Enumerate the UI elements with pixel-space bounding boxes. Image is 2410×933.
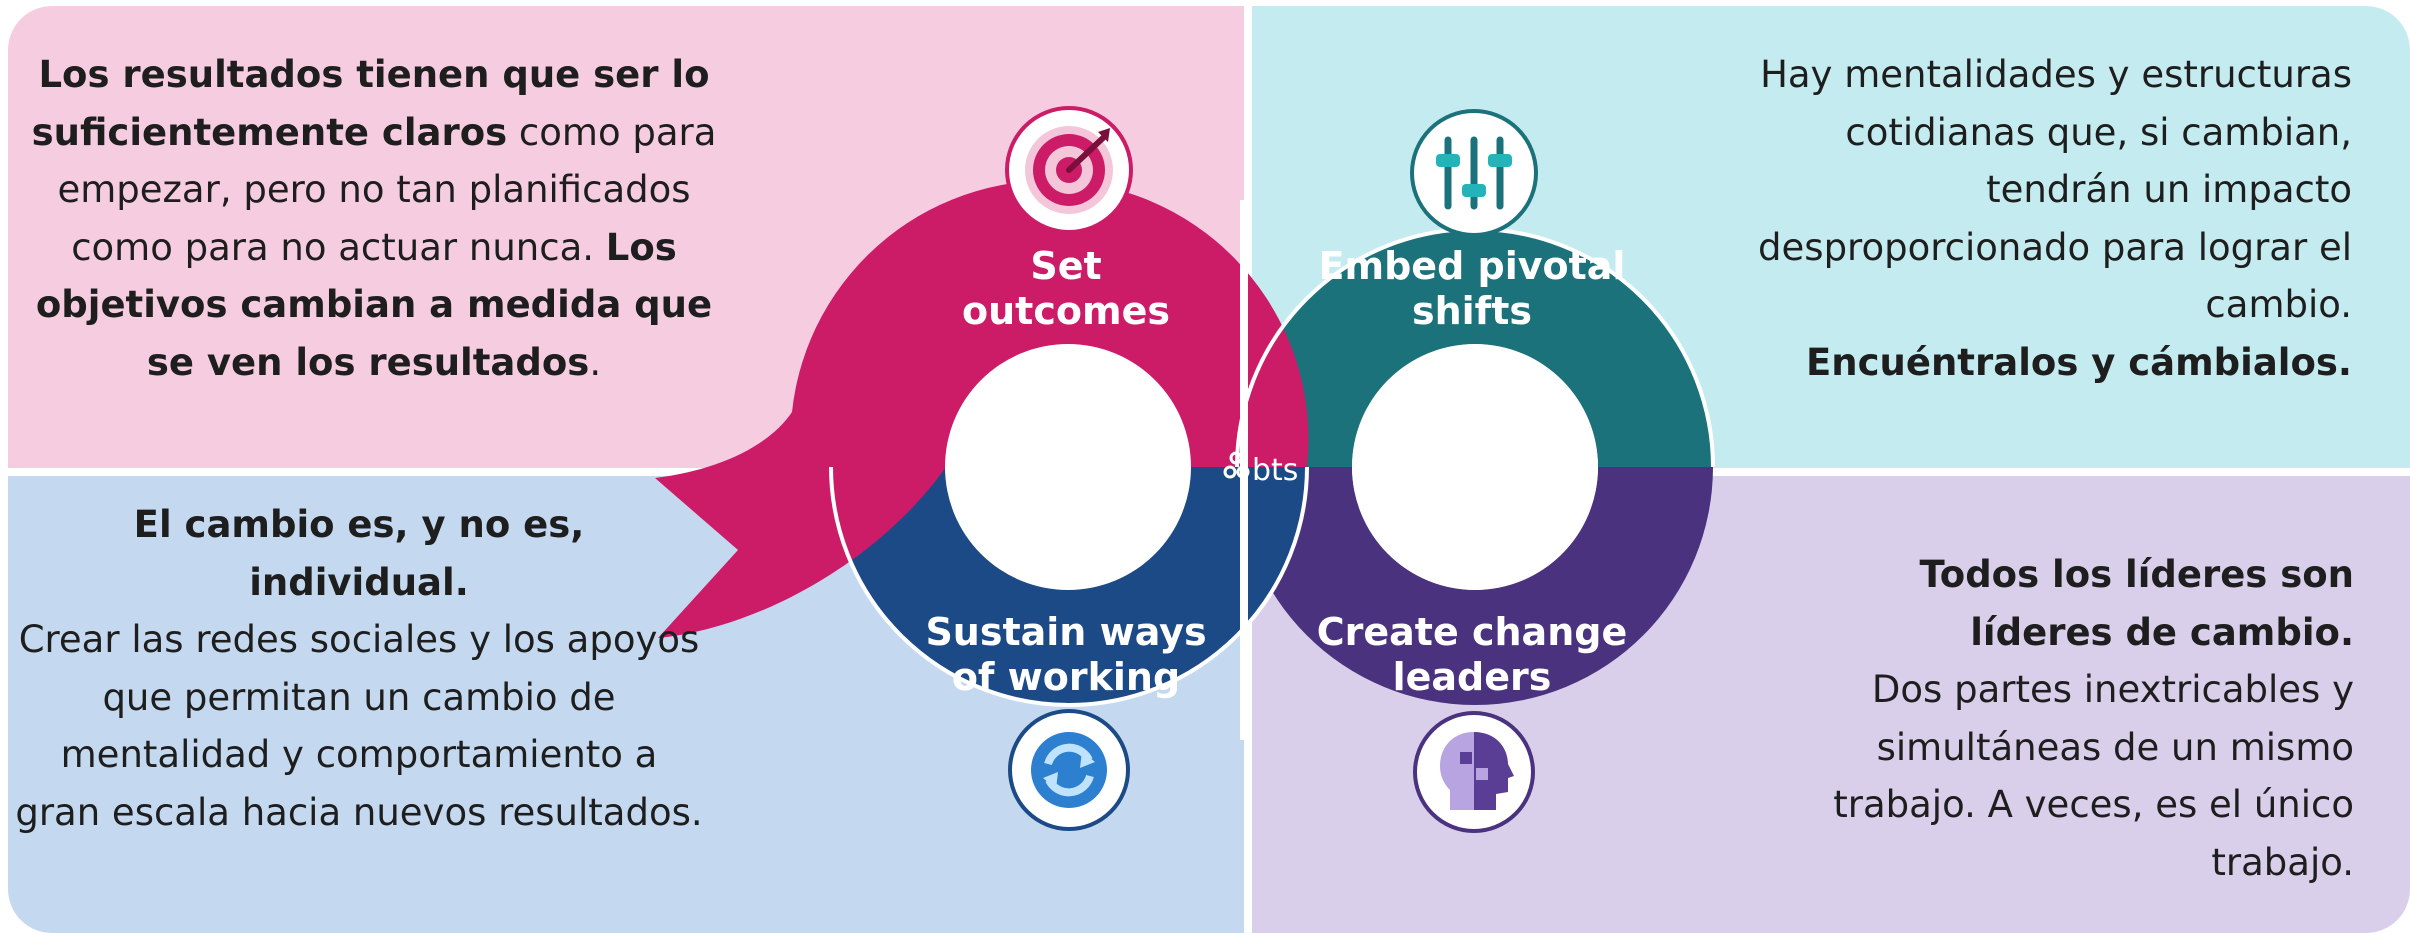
svg-text:bts: bts [1252, 453, 1298, 488]
text-top-left-normal-2: . [589, 340, 602, 384]
text-bottom-right: Todos los líderes son líderes de cambio.… [1780, 546, 2354, 891]
cycle-arrows-icon [1008, 709, 1130, 831]
text-bottom-left-bold: El cambio es, y no es, individual. [133, 503, 585, 604]
sliders-icon [1410, 109, 1538, 237]
segment-embed-pivotal-shifts[interactable] [1237, 229, 1713, 467]
left-ring-hole [945, 344, 1191, 590]
right-ring-hole [1352, 344, 1598, 590]
text-bottom-left-normal: Crear las redes sociales y los apoyos qu… [15, 618, 703, 834]
label-change-leaders-1: Create change [1317, 610, 1627, 654]
label-sustain-ways-2: of working [952, 655, 1180, 699]
segment-create-change-leaders[interactable] [1237, 467, 1713, 705]
text-bottom-right-bold: Todos los líderes son líderes de cambio. [1919, 553, 2354, 654]
text-top-left-bold-2: Los objetivos cambian a medida que se ve… [35, 225, 713, 384]
label-embed-shifts-1: Embed pivotal [1319, 244, 1626, 288]
text-top-right-normal: Hay mentalidades y estructuras cotidiana… [1758, 53, 2352, 326]
label-set-outcomes-2: outcomes [962, 289, 1170, 333]
label-change-leaders-2: leaders [1393, 655, 1552, 699]
text-top-right-bold: Encuéntralos y cámbialos. [1805, 340, 2352, 384]
text-top-left-normal-1: como para empezar, pero no tan planifica… [57, 110, 717, 269]
text-top-left-bold-1: Los resultados tienen que ser lo suficie… [31, 53, 710, 154]
label-sustain-ways-1: Sustain ways [925, 610, 1206, 654]
head-silhouette-icon [1413, 711, 1535, 833]
text-bottom-right-normal: Dos partes inextricables y simultáneas d… [1833, 668, 2354, 884]
bts-logo: bts [1223, 451, 1298, 488]
text-top-right: Hay mentalidades y estructuras cotidiana… [1700, 46, 2352, 391]
target-icon [1005, 106, 1133, 234]
label-set-outcomes-1: Set [1030, 244, 1101, 288]
text-top-left: Los resultados tienen que ser lo suficie… [14, 46, 734, 391]
segment-set-outcomes[interactable] [655, 180, 1309, 638]
label-embed-shifts-2: shifts [1412, 289, 1532, 333]
text-bottom-left: El cambio es, y no es, individual. Crear… [14, 496, 704, 841]
